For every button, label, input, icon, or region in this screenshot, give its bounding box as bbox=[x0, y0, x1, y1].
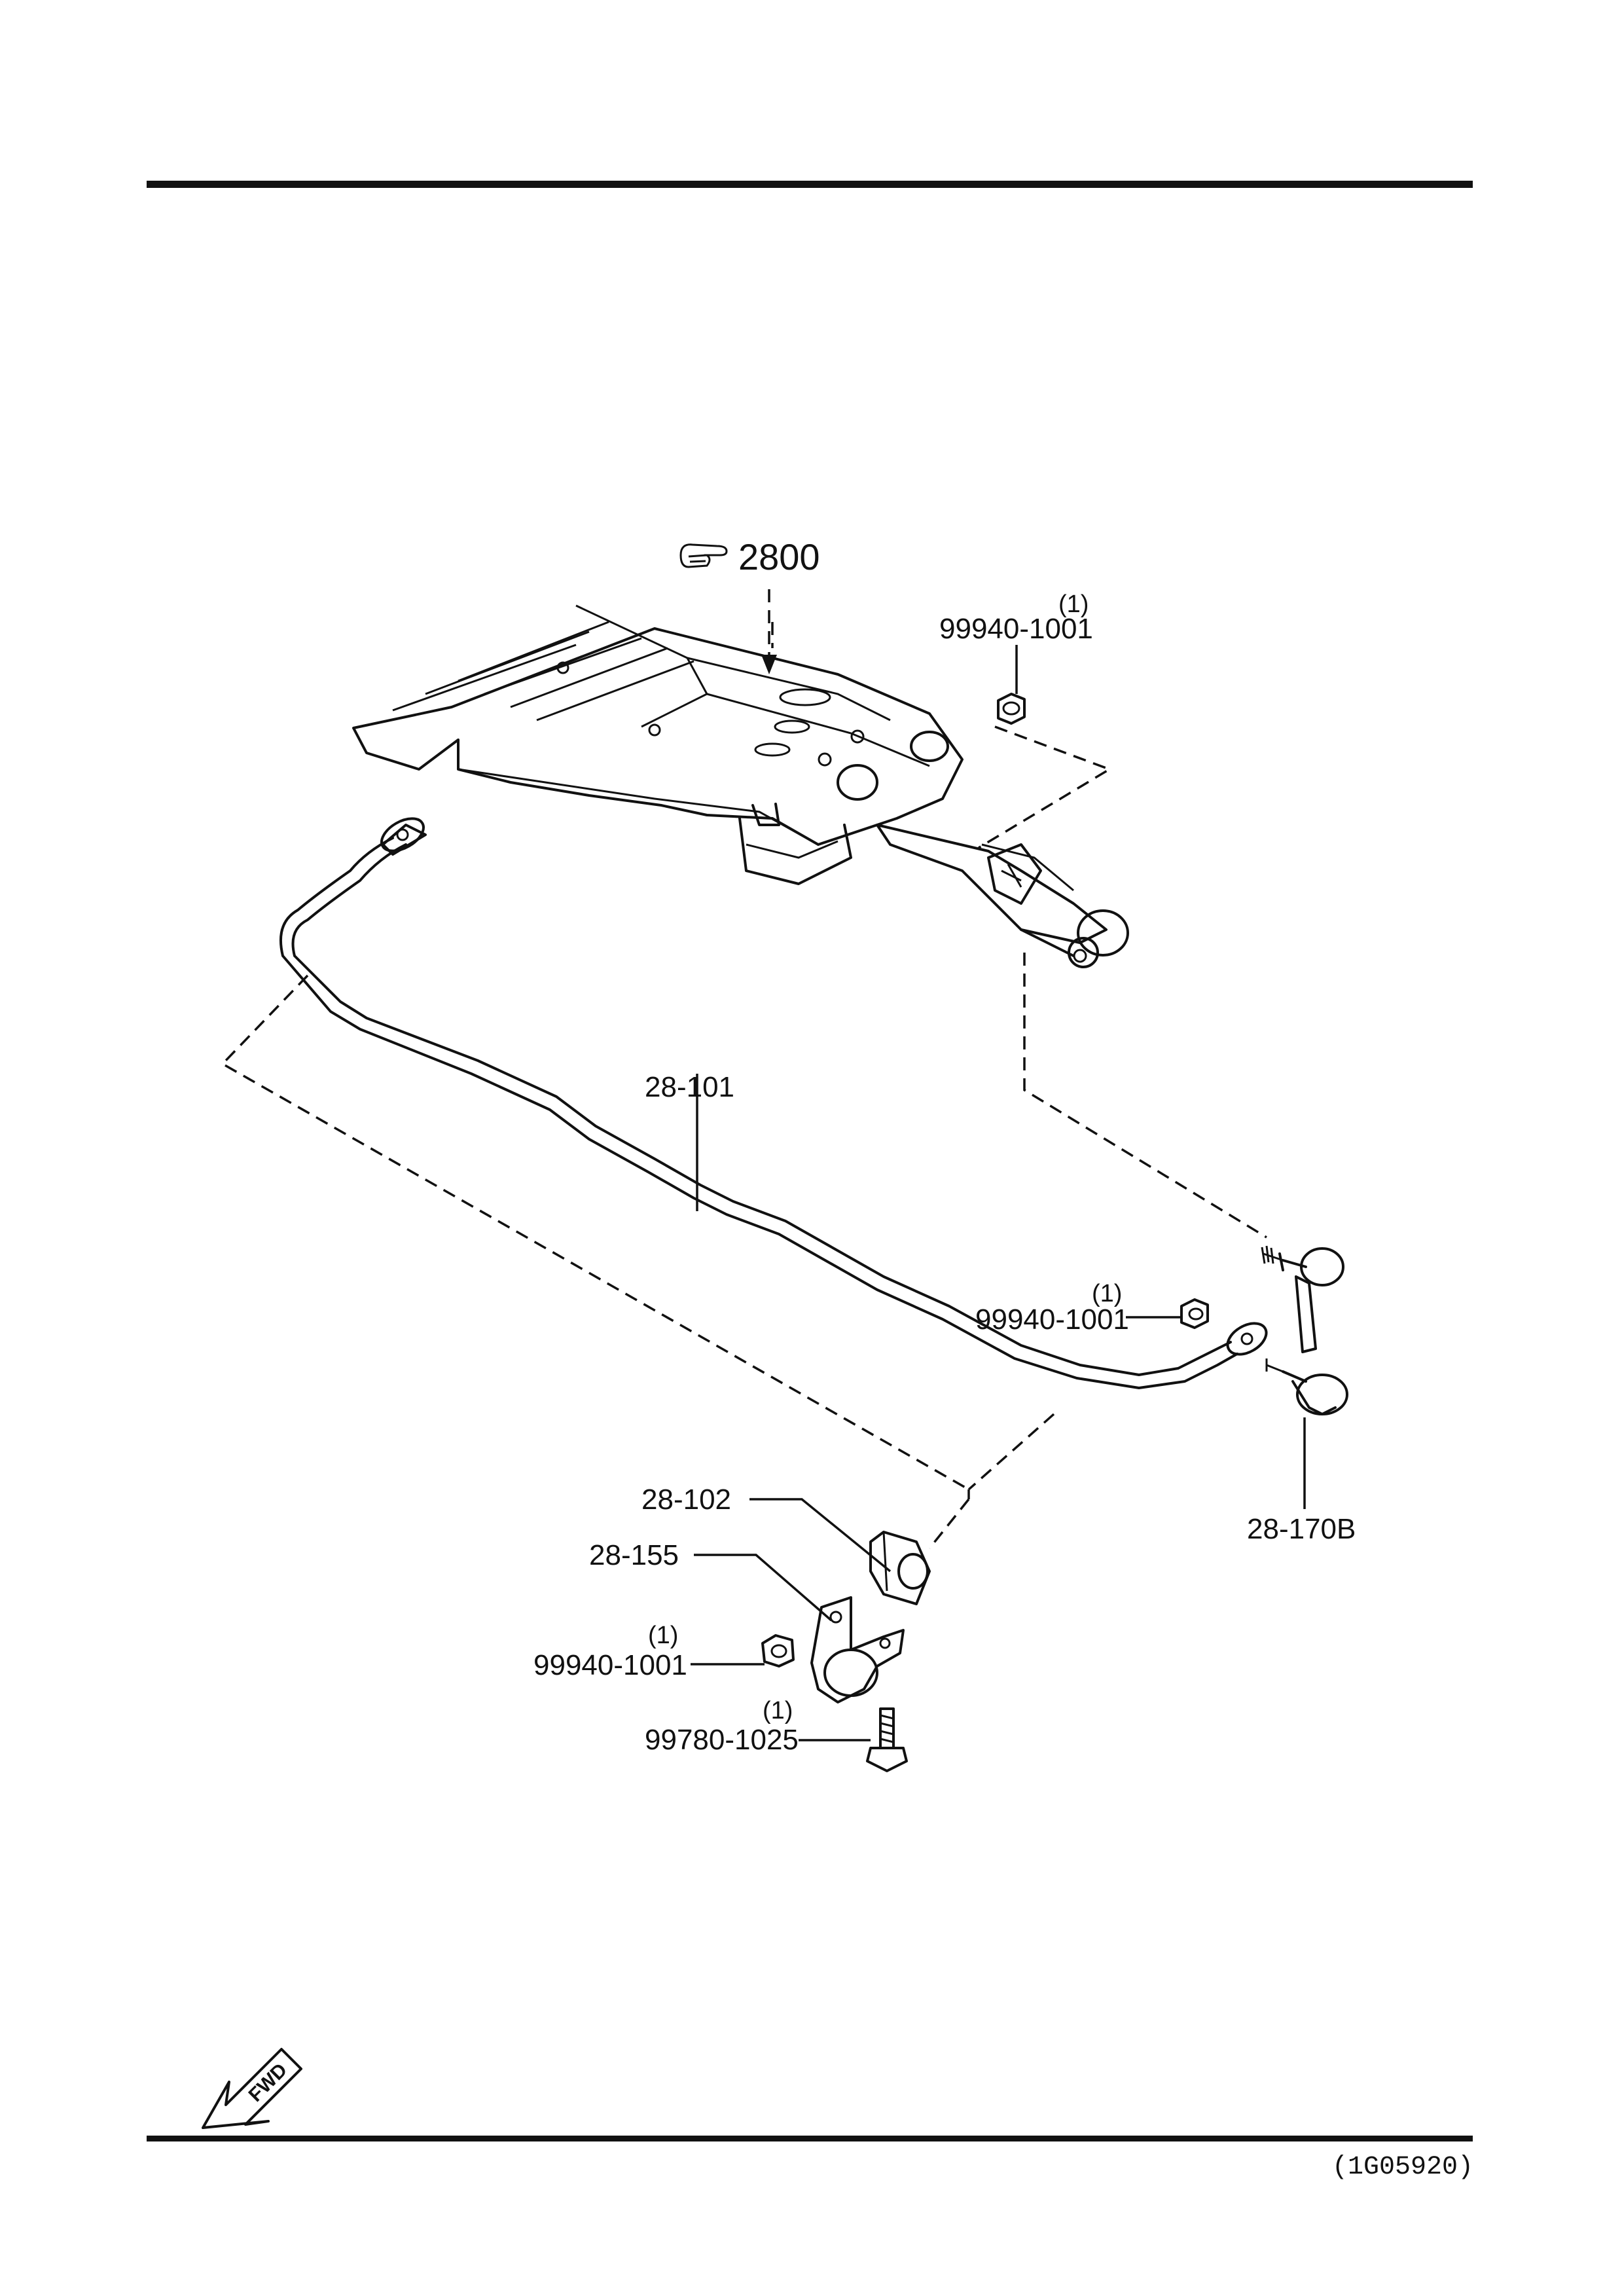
bolt-qty: (1) bbox=[763, 1697, 793, 1724]
nut-top-qty: (1) bbox=[1058, 591, 1089, 618]
bushing-label: 28-102 bbox=[641, 1484, 731, 1516]
nut-top-label: 99940-1001 bbox=[939, 613, 1093, 645]
stabilizer-label: 28-101 bbox=[645, 1071, 734, 1103]
nut-end-label: 99940-1001 bbox=[975, 1303, 1129, 1336]
crossmember bbox=[352, 604, 1129, 968]
control-link bbox=[1261, 1245, 1348, 1415]
bolt bbox=[866, 1707, 908, 1772]
nut-bracket-qty: (1) bbox=[648, 1622, 678, 1649]
fwd-arrow-icon: FWD bbox=[202, 2048, 302, 2129]
assembly-lines bbox=[221, 622, 1267, 1550]
section-reference: 2800 bbox=[738, 536, 820, 577]
reference-arrow bbox=[761, 589, 777, 674]
bracket bbox=[810, 1596, 905, 1704]
nut-end-qty: (1) bbox=[1092, 1280, 1122, 1307]
diagram-code: (1G05920) bbox=[1332, 2153, 1473, 2182]
top-rule bbox=[147, 181, 1473, 188]
leader-lines bbox=[691, 645, 1306, 1741]
control-link-label: 28-170B bbox=[1247, 1513, 1356, 1545]
bracket-label: 28-155 bbox=[589, 1539, 679, 1571]
bushing bbox=[869, 1531, 931, 1605]
nut-end bbox=[1180, 1298, 1209, 1329]
nut-bracket bbox=[761, 1634, 795, 1667]
bottom-rule bbox=[147, 2136, 1473, 2141]
nut-top bbox=[997, 693, 1026, 725]
pointing-hand-icon bbox=[679, 543, 728, 568]
bolt-label: 99780-1025 bbox=[645, 1724, 799, 1756]
nut-bracket-label: 99940-1001 bbox=[533, 1649, 687, 1681]
fwd-label: FWD bbox=[245, 2059, 292, 2106]
stabilizer-bar bbox=[279, 817, 1268, 1389]
